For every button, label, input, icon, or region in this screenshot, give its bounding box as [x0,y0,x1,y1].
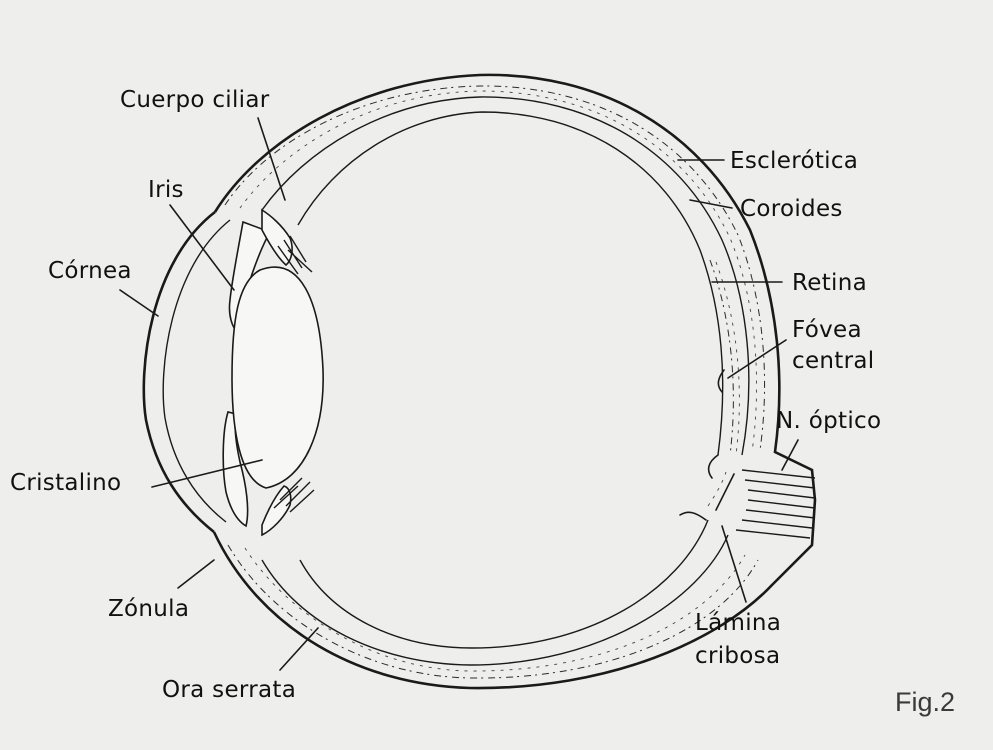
ciliary-body [261,208,293,537]
lamina-cribrosa-mark [715,473,735,511]
leader-lamina-cribosa [721,525,747,603]
label-lamina-line2: cribosa [695,643,780,669]
figure-number: Fig.2 [895,687,955,717]
zonule-fibers [273,235,315,513]
optic-disc-edge [679,454,719,521]
retina-contour [297,111,724,456]
leader-lines [119,117,799,671]
leader-ora-serrata [279,627,319,671]
ciliary-body-upper [261,208,293,267]
leader-cuerpo-ciliar [257,117,286,201]
sclera-texture [227,544,759,679]
label-zonula: Zónula [108,596,189,622]
lens [231,266,324,489]
cornea [142,210,231,534]
cornea-outer [142,210,216,534]
retina-contour-lower [299,519,709,649]
leader-cristalino [151,459,263,488]
leader-zonula [177,559,215,589]
label-retina: Retina [792,270,867,296]
optic-nerve [707,469,816,539]
label-fovea-line1: Fóvea [792,317,862,343]
fovea-dip [717,369,725,393]
leader-nervio-optico [781,439,799,471]
leader-cornea [119,289,159,317]
retina-texture [715,261,740,456]
eyeball-wall [212,73,817,690]
leader-coroides [689,199,733,209]
label-lamina-line1: Lámina [695,610,781,636]
zonule-fiber-lines [277,235,313,275]
label-iris: Iris [148,177,184,203]
lamina-cribrosa-mark [707,471,727,507]
sclera-texture [244,547,746,672]
label-cristalino: Cristalino [10,470,121,496]
label-coroides: Coroides [740,196,843,222]
choroid-contour [261,96,750,456]
optic-nerve-fibers [735,469,816,539]
choroid-contour-lower [261,534,729,666]
label-cornea: Córnea [48,258,132,284]
label-ora-serrata: Ora serrata [162,677,296,703]
label-esclerotica: Esclerótica [730,148,858,174]
leader-fovea [727,339,787,379]
label-fovea-line2: central [792,348,874,374]
label-cuerpo-ciliar: Cuerpo ciliar [120,87,270,113]
sclera-texture [224,85,766,451]
sclera-outer-contour [212,73,817,690]
leader-iris [169,204,235,291]
sclera-texture [239,90,757,453]
label-nervio-optico: N. óptico [776,408,881,434]
iris-lower [222,411,249,528]
ciliary-body-lower [261,485,292,537]
labels: Cuerpo ciliar Iris Córnea Cristalino Zón… [10,87,955,717]
cornea-inner [162,219,231,523]
zonule-fiber-lines [273,477,315,513]
